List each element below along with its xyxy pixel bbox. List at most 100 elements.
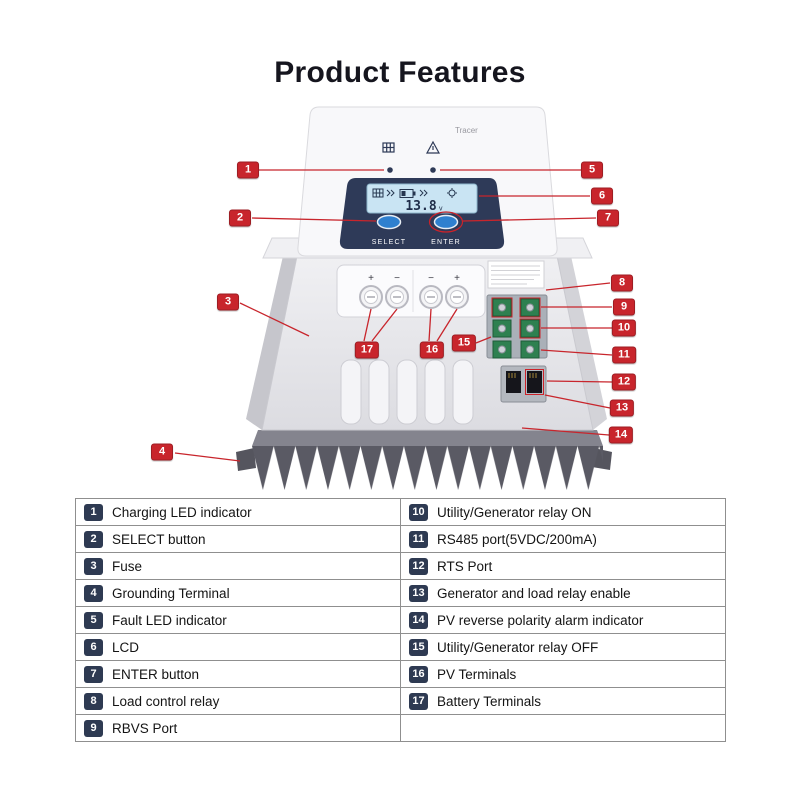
feature-cell: 12 RTS Port [401,553,725,579]
feature-number-badge: 13 [409,584,428,602]
feature-number-badge: 10 [409,503,428,521]
feature-cell: 1 Charging LED indicator [76,499,401,525]
feature-label: Load control relay [112,693,220,709]
solar-panel-icon [382,142,395,153]
terminal-symbol: − [394,273,400,284]
heatsink [236,430,612,492]
feature-number-badge: 1 [84,503,103,521]
feature-cell: 10 Utility/Generator relay ON [401,499,725,525]
highlight-rs485 [519,318,541,339]
callout-12: 12 [611,373,637,391]
feature-label: PV Terminals [437,666,517,682]
feature-number-badge: 7 [84,665,103,683]
feature-number-badge: 4 [84,584,103,602]
feature-label: SELECT button [112,531,206,547]
pv-terminals [419,285,469,309]
feature-number-badge: 9 [84,719,103,737]
callout-15: 15 [451,334,477,352]
feature-label: Fault LED indicator [112,612,227,628]
callout-16: 16 [419,341,445,359]
callout-11: 11 [612,346,636,364]
feature-cell: 14 PV reverse polarity alarm indicator [401,607,725,633]
feature-number-badge: 14 [409,611,428,629]
callout-13: 13 [609,399,635,417]
feature-label: Battery Terminals [437,693,542,709]
feature-number-badge: 3 [84,557,103,575]
warning-icon [425,140,441,154]
feature-cell: 4 Grounding Terminal [76,580,401,606]
feature-cell: 6 LCD [76,634,401,660]
feature-number-badge: 2 [84,530,103,548]
table-row: 1 Charging LED indicator 10 Utility/Generat… [76,499,725,525]
feature-number-badge: 16 [409,665,428,683]
lcd-battery-icon [399,189,416,198]
lcd-screen: 13.8 v [366,183,478,214]
rts-port [527,371,542,393]
feature-cell: 2 SELECT button [76,526,401,552]
feature-cell [401,715,725,741]
callout-10: 10 [611,319,637,337]
callout-3: 3 [217,293,239,311]
enter-label: ENTER [431,239,461,246]
feature-cell: 16 PV Terminals [401,661,725,687]
callout-4: 4 [151,443,173,461]
feature-number-badge: 8 [84,692,103,710]
select-label: SELECT [372,239,406,246]
callout-lines [174,169,613,462]
feature-cell: 15 Utility/Generator relay OFF [401,634,725,660]
enter-button [433,214,459,230]
vent-slots [340,359,474,425]
feature-number-badge: 15 [409,638,428,656]
rs485-port [506,371,521,393]
feature-label: RS485 port(5VDC/200mA) [437,531,597,547]
feature-label: PV reverse polarity alarm indicator [437,612,644,628]
spec-sticker [487,260,545,289]
callout-1: 1 [237,161,259,179]
feature-label: RTS Port [437,558,493,574]
battery-terminals [359,285,409,309]
feature-number-badge: 6 [84,638,103,656]
comm-ports [500,365,547,403]
lcd-load-icon [447,188,457,198]
feature-cell: 8 Load control relay [76,688,401,714]
feature-label: Grounding Terminal [112,585,230,601]
lcd-unit: v [439,206,443,213]
callout-2: 2 [229,209,251,227]
relay-connector-block [486,294,548,359]
terminal-block: + − − + [336,264,486,318]
callout-5: 5 [581,161,603,179]
select-button [376,214,402,230]
table-row: 6 LCD 15 Utility/Generator relay OFF [76,633,725,660]
lcd-arrow-icon [386,189,395,197]
callout-6: 6 [591,187,613,205]
feature-label: Utility/Generator relay ON [437,504,592,520]
callout-7: 7 [597,209,619,227]
feature-number-badge: 12 [409,557,428,575]
lcd-solar-icon [372,188,384,198]
terminal-symbol: + [454,273,460,284]
page-title: Product Features [274,56,526,89]
feature-label: LCD [112,639,140,655]
fault-led [430,167,436,173]
feature-label: Utility/Generator relay OFF [437,639,599,655]
lcd-value: 13.8 [405,199,436,214]
highlight-relay-off [491,297,513,318]
feature-label: Charging LED indicator [112,504,252,520]
highlight-rts [525,369,544,395]
enter-button-highlight [428,211,464,233]
charging-led [387,167,393,173]
